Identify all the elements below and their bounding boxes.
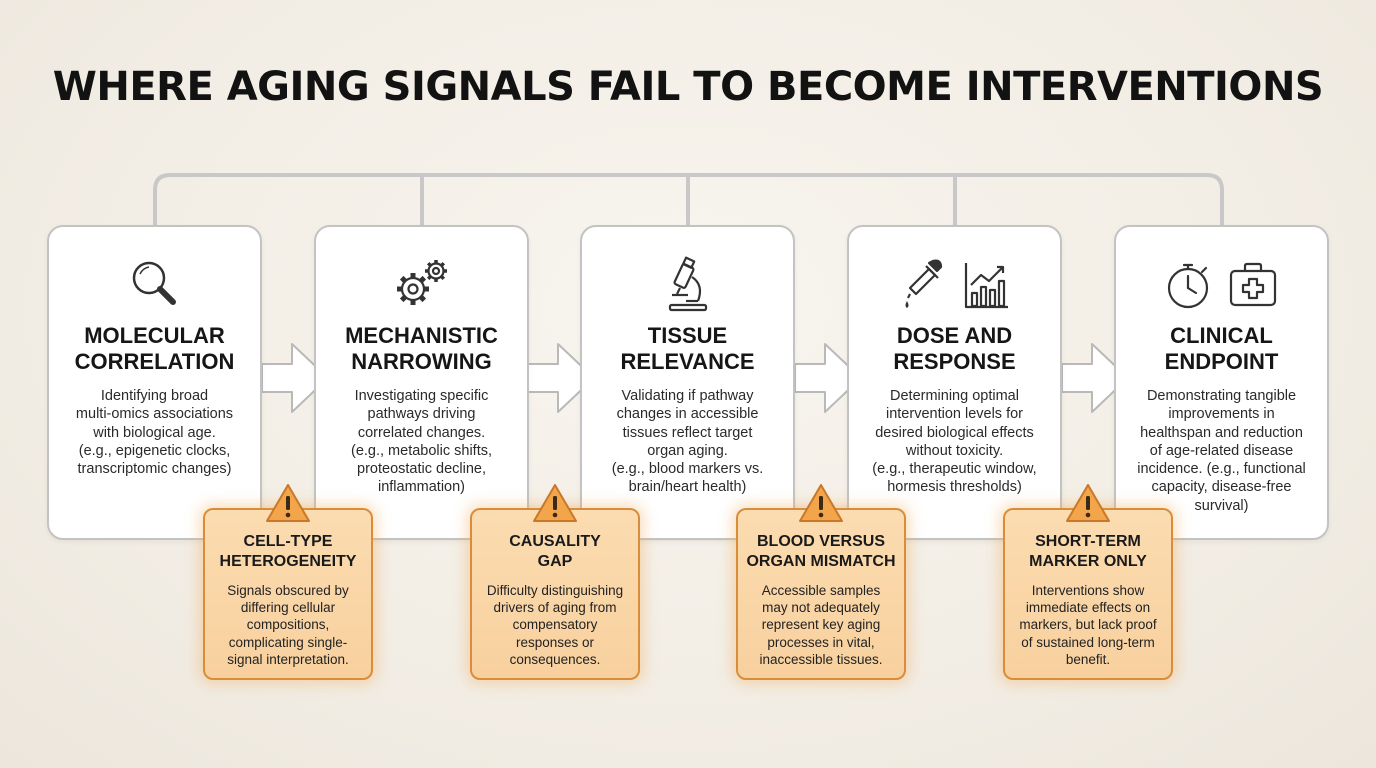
warning-icon: [799, 484, 843, 522]
flow-arrow: [262, 343, 329, 413]
stopwatch-icon: [1167, 263, 1208, 309]
warning-icon: [266, 484, 310, 522]
warning-icon: [533, 484, 577, 522]
bar-chart-icon: [964, 263, 1008, 309]
flow-arrow: [1062, 343, 1129, 413]
medical-kit-icon: [1229, 262, 1276, 307]
dropper-icon: [905, 259, 942, 308]
warning-icon: [1066, 484, 1110, 522]
gears-icon: [396, 260, 447, 305]
page-title: WHERE AGING SIGNALS FAIL TO BECOME INTER…: [52, 64, 1324, 110]
microscope-icon: [668, 256, 707, 312]
magnifier-icon: [132, 261, 176, 305]
flow-arrow: [528, 343, 595, 413]
flow-arrow: [795, 343, 862, 413]
